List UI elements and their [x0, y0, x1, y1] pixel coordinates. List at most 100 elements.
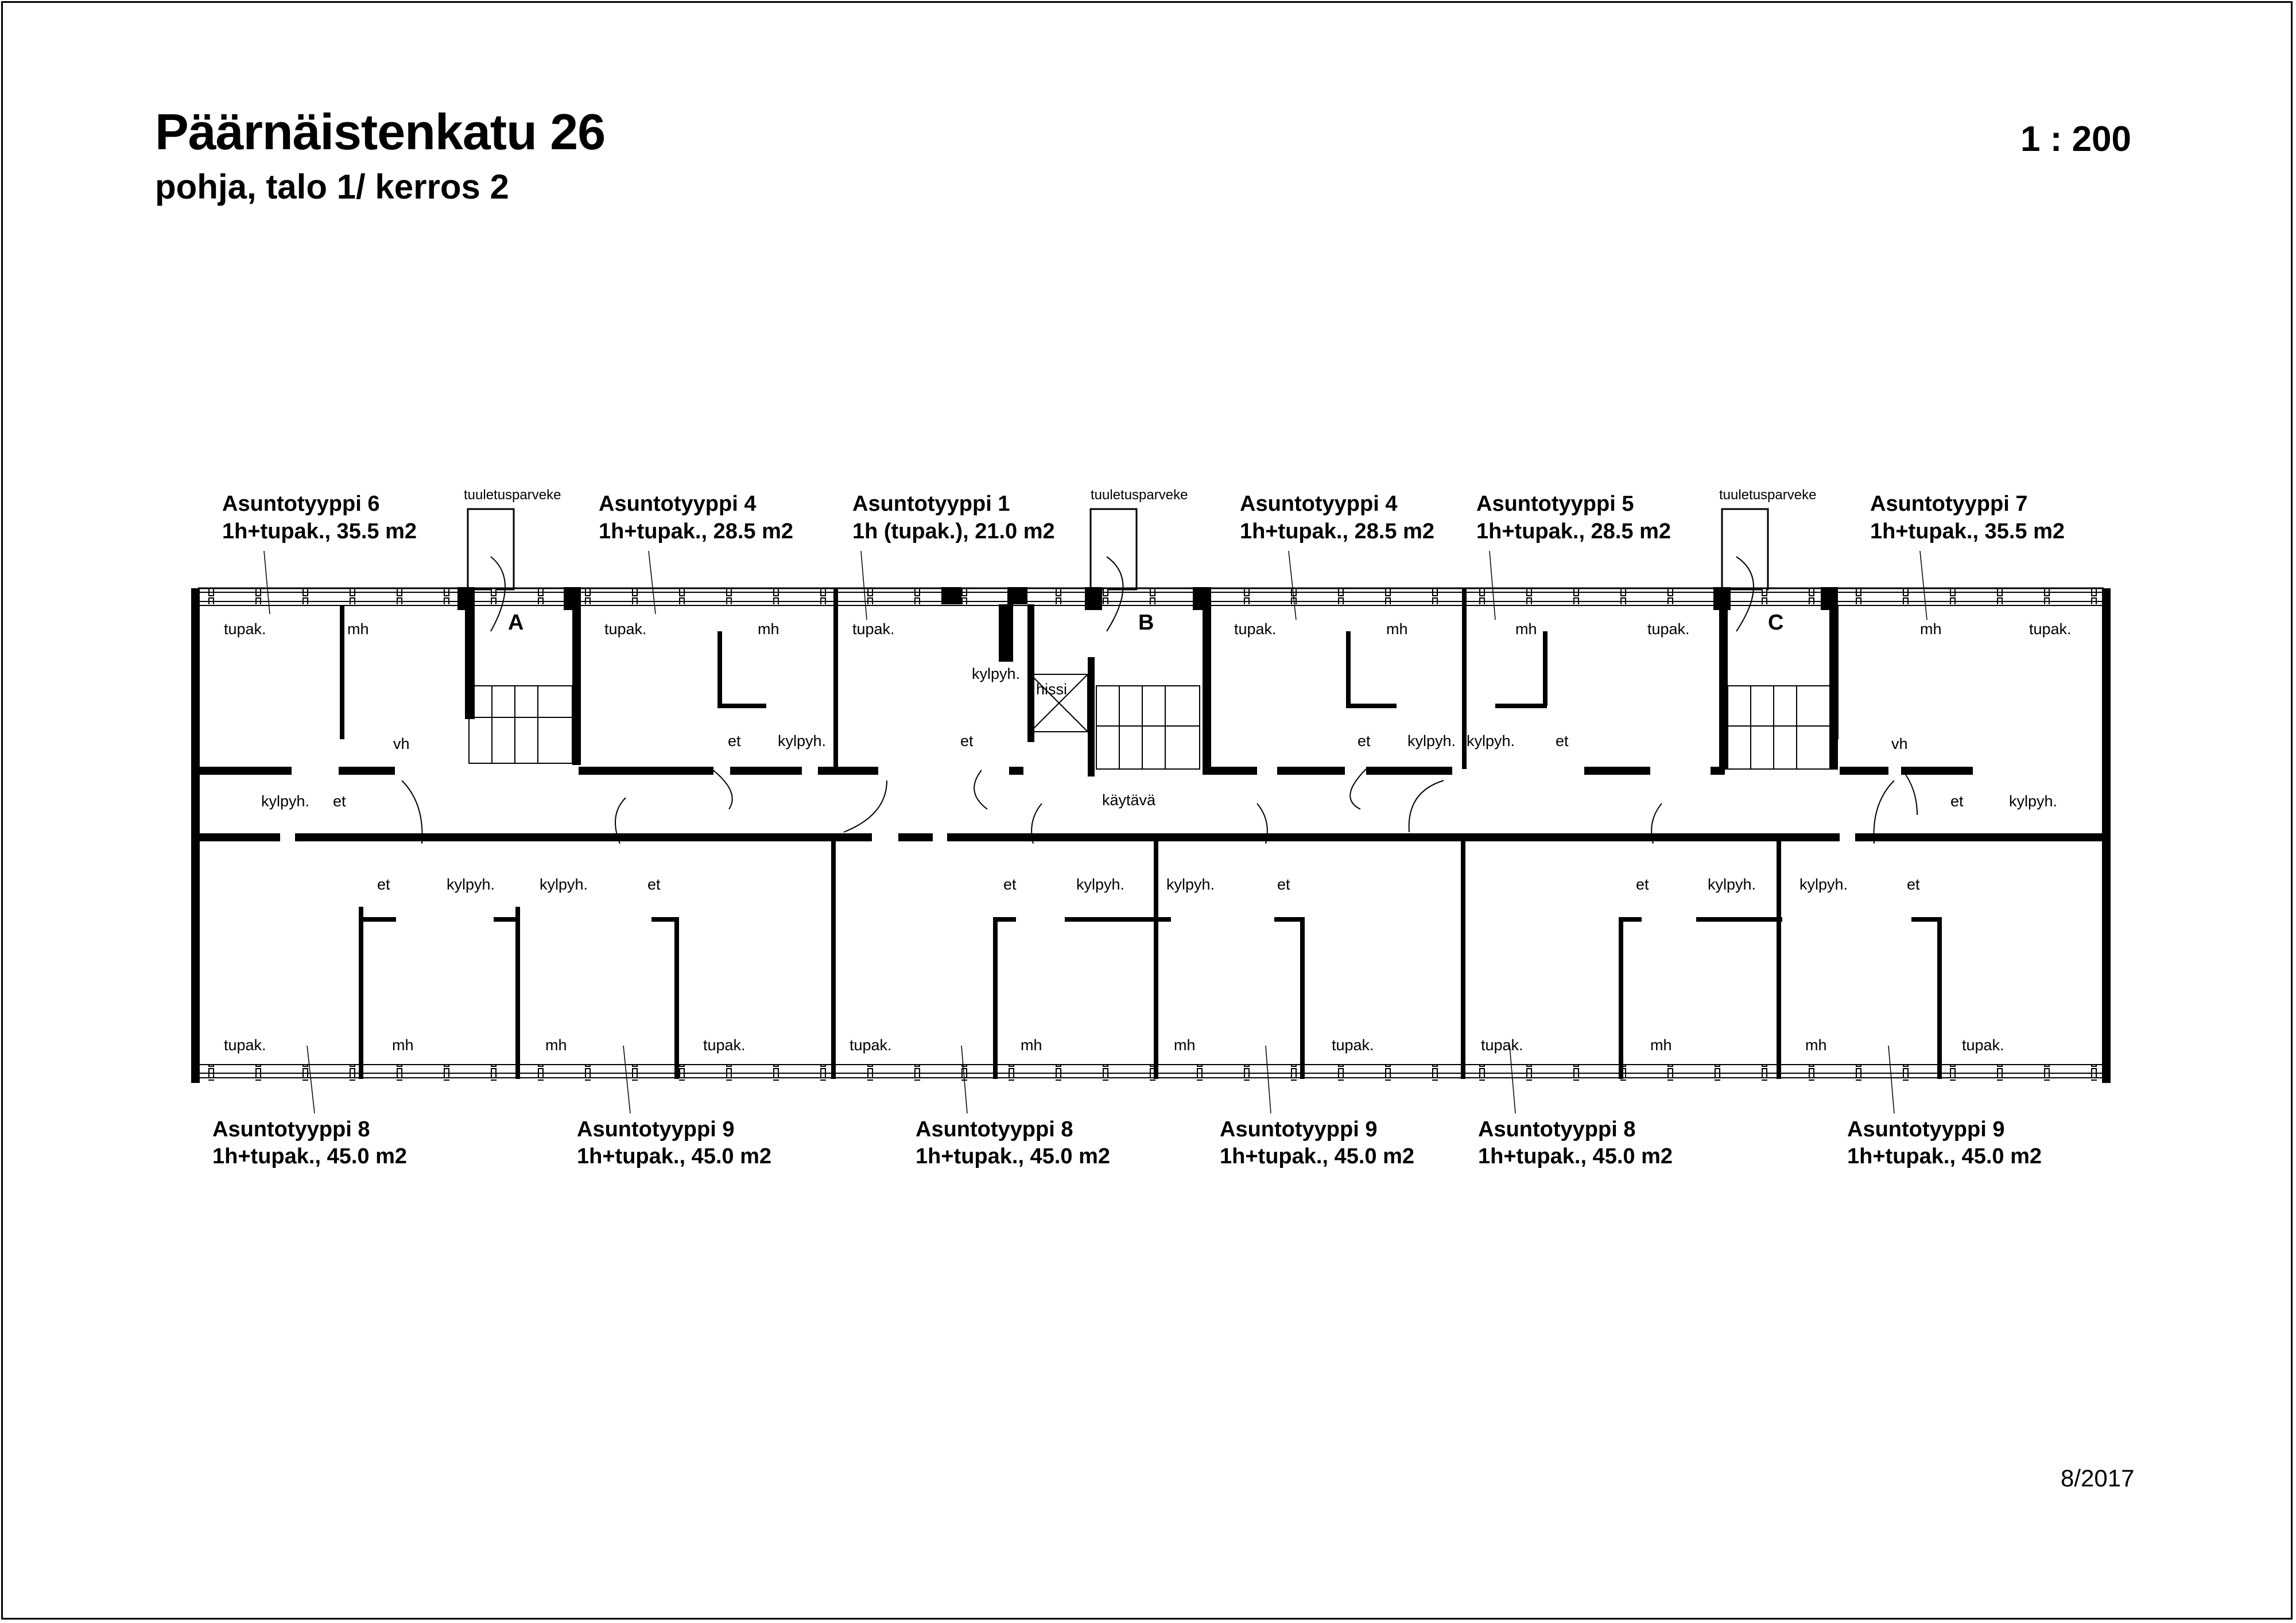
- stair-c: [1727, 685, 1832, 770]
- svg-text:Asuntotyyppi 5: Asuntotyyppi 5: [1476, 492, 1634, 516]
- apartment-label-top-2: Asuntotyyppi 4 1h+tupak., 28.5 m2: [599, 492, 793, 543]
- apartment-label-bottom-3: Asuntotyyppi 8 1h+tupak., 45.0 m2: [916, 1117, 1110, 1168]
- svg-text:et: et: [1556, 732, 1569, 750]
- balcony-label: tuuletusparveke: [464, 487, 561, 503]
- svg-text:vh: vh: [393, 735, 410, 752]
- door-swings: [401, 768, 1918, 844]
- svg-text:Asuntotyyppi 8: Asuntotyyppi 8: [1478, 1117, 1635, 1141]
- apartment-label-bottom-1: Asuntotyyppi 8 1h+tupak., 45.0 m2: [212, 1117, 407, 1168]
- svg-text:Asuntotyyppi 4: Asuntotyyppi 4: [599, 492, 756, 516]
- svg-text:mh: mh: [1021, 1036, 1042, 1054]
- svg-text:Asuntotyyppi 8: Asuntotyyppi 8: [916, 1117, 1073, 1141]
- svg-text:tupak.: tupak.: [224, 1036, 266, 1054]
- svg-text:1h+tupak., 45.0 m2: 1h+tupak., 45.0 m2: [916, 1144, 1110, 1168]
- apartment-label-top-1: Asuntotyyppi 6 1h+tupak., 35.5 m2: [222, 492, 417, 543]
- svg-text:tupak.: tupak.: [1332, 1036, 1374, 1054]
- svg-text:tupak.: tupak.: [2029, 620, 2072, 638]
- svg-text:et: et: [1358, 732, 1371, 750]
- balcony-label: tuuletusparveke: [1719, 487, 1816, 503]
- svg-text:et: et: [1907, 876, 1920, 893]
- svg-text:1h+tupak., 28.5 m2: 1h+tupak., 28.5 m2: [1240, 519, 1434, 543]
- room-labels-bottom: et kylpyh. kylpyh. et et kylpyh. kylpyh.…: [224, 876, 2004, 1054]
- svg-text:tupak.: tupak.: [1481, 1036, 1523, 1054]
- svg-text:mh: mh: [1805, 1036, 1827, 1054]
- svg-text:kylpyh.: kylpyh.: [540, 876, 588, 893]
- svg-text:kylpyh.: kylpyh.: [447, 876, 495, 893]
- svg-text:Asuntotyyppi 6: Asuntotyyppi 6: [222, 492, 379, 516]
- svg-text:tupak.: tupak.: [604, 620, 647, 638]
- svg-text:et: et: [960, 732, 974, 750]
- top-window-band: [198, 587, 2104, 606]
- svg-text:Asuntotyyppi 9: Asuntotyyppi 9: [1847, 1117, 2004, 1141]
- svg-text:kylpyh.: kylpyh.: [972, 665, 1020, 682]
- svg-text:kylpyh.: kylpyh.: [1076, 876, 1124, 893]
- svg-text:käytävä: käytävä: [1102, 791, 1156, 809]
- apartment-label-bottom-5: Asuntotyyppi 8 1h+tupak., 45.0 m2: [1478, 1117, 1673, 1168]
- corridor-walls: [200, 767, 2102, 841]
- top-partitions: [340, 588, 1839, 776]
- svg-text:kylpyh.: kylpyh.: [1467, 732, 1515, 750]
- svg-text:kylpyh.: kylpyh.: [1407, 732, 1456, 750]
- apartment-label-bottom-4: Asuntotyyppi 9 1h+tupak., 45.0 m2: [1220, 1117, 1414, 1168]
- elevator-shaft: [1030, 674, 1088, 732]
- svg-text:mh: mh: [1174, 1036, 1196, 1054]
- balcony-label: tuuletusparveke: [1091, 487, 1188, 503]
- svg-text:mh: mh: [1650, 1036, 1672, 1054]
- drawing-date: 8/2017: [2061, 1465, 2135, 1492]
- svg-text:mh: mh: [1920, 620, 1942, 638]
- svg-text:mh: mh: [1515, 620, 1537, 638]
- svg-text:et: et: [1003, 876, 1017, 893]
- svg-text:et: et: [728, 732, 741, 750]
- apartment-label-top-4: Asuntotyyppi 4 1h+tupak., 28.5 m2: [1240, 492, 1434, 543]
- drawing-title: Päärnäistenkatu 26: [155, 103, 606, 160]
- stair-b: [1096, 685, 1200, 770]
- svg-text:et: et: [647, 876, 661, 893]
- leader-lines: [263, 550, 1927, 1114]
- svg-text:kylpyh.: kylpyh.: [2009, 793, 2057, 810]
- svg-text:Asuntotyyppi 1: Asuntotyyppi 1: [852, 492, 1010, 516]
- bottom-partitions: [359, 841, 1942, 1079]
- svg-text:tupak.: tupak.: [1647, 620, 1690, 638]
- svg-text:kylpyh.: kylpyh.: [778, 732, 826, 750]
- stair-label-b: B: [1138, 611, 1154, 635]
- svg-text:tupak.: tupak.: [1962, 1036, 2004, 1054]
- drawing-subtitle: pohja, talo 1/ kerros 2: [155, 168, 509, 206]
- svg-text:Asuntotyyppi 7: Asuntotyyppi 7: [1870, 492, 2027, 516]
- stair-label-a: A: [508, 611, 523, 635]
- balcony-c: tuuletusparveke: [1719, 487, 1816, 632]
- svg-text:1h+tupak., 45.0 m2: 1h+tupak., 45.0 m2: [1220, 1144, 1414, 1168]
- svg-text:1h+tupak., 45.0 m2: 1h+tupak., 45.0 m2: [1478, 1144, 1673, 1168]
- apartment-label-top-5: Asuntotyyppi 5 1h+tupak., 28.5 m2: [1476, 492, 1671, 543]
- svg-text:tupak.: tupak.: [850, 1036, 892, 1054]
- svg-text:mh: mh: [392, 1036, 414, 1054]
- svg-text:Asuntotyyppi 9: Asuntotyyppi 9: [577, 1117, 734, 1141]
- balcony-b: tuuletusparveke: [1089, 487, 1188, 632]
- svg-text:1h+tupak., 45.0 m2: 1h+tupak., 45.0 m2: [577, 1144, 771, 1168]
- svg-text:kylpyh.: kylpyh.: [1799, 876, 1848, 893]
- svg-text:kylpyh.: kylpyh.: [1708, 876, 1756, 893]
- bottom-window-band: [198, 1064, 2104, 1081]
- svg-text:kylpyh.: kylpyh.: [1166, 876, 1215, 893]
- svg-text:Asuntotyyppi 8: Asuntotyyppi 8: [212, 1117, 370, 1141]
- svg-text:1h+tupak., 28.5 m2: 1h+tupak., 28.5 m2: [1476, 519, 1671, 543]
- svg-text:mh: mh: [1386, 620, 1408, 638]
- balcony-a: tuuletusparveke: [464, 487, 561, 632]
- svg-text:tupak.: tupak.: [224, 620, 266, 638]
- svg-text:et: et: [1636, 876, 1649, 893]
- svg-text:tupak.: tupak.: [703, 1036, 746, 1054]
- apartment-label-top-6: Asuntotyyppi 7 1h+tupak., 35.5 m2: [1870, 492, 2065, 543]
- svg-text:mh: mh: [758, 620, 779, 638]
- svg-text:tupak.: tupak.: [1234, 620, 1277, 638]
- svg-text:vh: vh: [1891, 735, 1908, 752]
- svg-text:1h (tupak.), 21.0 m2: 1h (tupak.), 21.0 m2: [852, 519, 1055, 543]
- svg-text:Asuntotyyppi 9: Asuntotyyppi 9: [1220, 1117, 1377, 1141]
- apartment-label-top-3: Asuntotyyppi 1 1h (tupak.), 21.0 m2: [852, 492, 1055, 543]
- svg-text:mh: mh: [347, 620, 369, 638]
- drawing-scale: 1 : 200: [2020, 119, 2132, 159]
- apartment-label-bottom-2: Asuntotyyppi 9 1h+tupak., 45.0 m2: [577, 1117, 771, 1168]
- svg-text:1h+tupak., 45.0 m2: 1h+tupak., 45.0 m2: [212, 1144, 407, 1168]
- svg-text:et: et: [1950, 793, 1964, 810]
- room-labels-top: tupak. kylpyh. mh vh et tupak. mh et kyl…: [224, 620, 2072, 810]
